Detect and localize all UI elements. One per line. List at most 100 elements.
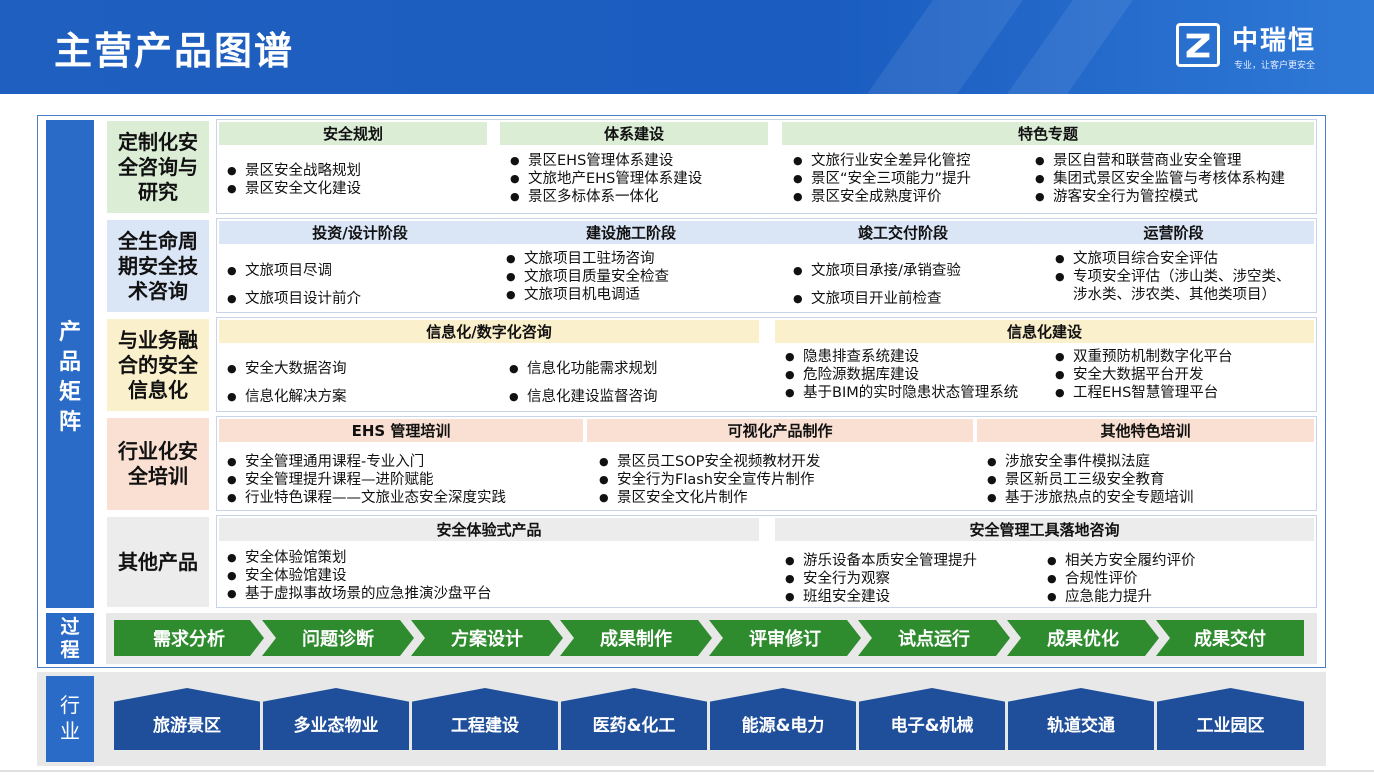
industry-item: 工业园区 xyxy=(1157,688,1304,750)
list-item: 相关方安全履约评价 xyxy=(1047,552,1196,570)
list-special-topics-b: 景区自营和联营商业安全管理 集团式景区安全监管与考核体系构建 游客安全行为管控模… xyxy=(1035,152,1285,206)
company-logo: 中瑞恒 专业，让客户更安全 xyxy=(1166,10,1356,82)
process-side-label: 过 程 xyxy=(46,613,94,664)
list-management-tools-b: 相关方安全履约评价 合规性评价 应急能力提升 xyxy=(1047,552,1196,606)
process-step: 问题诊断 xyxy=(262,620,414,656)
row-label-informatization: 与业务融合的安全信息化 xyxy=(107,319,209,411)
header-stripe xyxy=(1007,0,1133,94)
list-item: 安全管理提升课程—进阶赋能 xyxy=(227,471,506,489)
header-management-tools: 安全管理工具落地咨询 xyxy=(775,518,1314,541)
header-digital-consulting: 信息化/数字化咨询 xyxy=(219,320,759,343)
list-item: 双重预防机制数字化平台 xyxy=(1055,348,1233,366)
header-operation: 运营阶段 xyxy=(1033,221,1314,244)
product-matrix-frame xyxy=(37,115,1326,668)
industry-item: 医药&化工 xyxy=(561,688,707,750)
logo-z-icon xyxy=(1176,23,1220,67)
list-item: 基于虚拟事故场景的应急推演沙盘平台 xyxy=(227,585,492,603)
list-safety-planning: 景区安全战略规划 景区安全文化建设 xyxy=(227,162,361,198)
row-consulting: 安全规划 体系建设 特色专题 景区安全战略规划 景区安全文化建设 景区EHS管理… xyxy=(216,119,1317,214)
list-item: 景区安全文化建设 xyxy=(227,180,361,198)
list-item: 基于BIM的实时隐患状态管理系统 xyxy=(785,384,1018,402)
list-item: 安全大数据平台开发 xyxy=(1055,366,1233,384)
list-item: 工程EHS智慧管理平台 xyxy=(1055,384,1233,402)
background-watermark xyxy=(1330,100,1374,776)
row-label-other-products: 其他产品 xyxy=(107,517,209,607)
row-lifecycle: 投资/设计阶段 建设施工阶段 竣工交付阶段 运营阶段 文旅项目尽调 文旅项目设计… xyxy=(216,218,1317,313)
industry-item: 轨道交通 xyxy=(1008,688,1154,750)
page-header: 主营产品图谱 中瑞恒 专业，让客户更安全 xyxy=(0,0,1374,94)
industry-item: 能源&电力 xyxy=(710,688,856,750)
list-item: 危险源数据库建设 xyxy=(785,366,1018,384)
row-label-training: 行业化安全培训 xyxy=(107,418,209,510)
header-construction: 建设施工阶段 xyxy=(489,221,773,244)
list-item: 集团式景区安全监管与考核体系构建 xyxy=(1035,170,1285,188)
industry-item: 多业态物业 xyxy=(263,688,409,750)
industry-item: 工程建设 xyxy=(412,688,558,750)
list-item: 隐患排查系统建设 xyxy=(785,348,1018,366)
list-item: 合规性评价 xyxy=(1047,570,1196,588)
list-item: 安全管理通用课程-专业入门 xyxy=(227,453,506,471)
industry-item: 电子&机械 xyxy=(859,688,1005,750)
matrix-side-label: 产 品 矩 阵 xyxy=(58,320,81,435)
list-management-tools-a: 游乐设备本质安全管理提升 安全行为观察 班组安全建设 xyxy=(785,552,977,606)
header-experience-products: 安全体验式产品 xyxy=(219,518,759,541)
list-item: 应急能力提升 xyxy=(1047,588,1196,606)
list-item: 安全体验馆策划 xyxy=(227,549,492,567)
list-item: 文旅地产EHS管理体系建设 xyxy=(510,170,702,188)
row-informatization: 信息化/数字化咨询 信息化建设 安全大数据咨询 信息化解决方案 信息化功能需求规… xyxy=(216,317,1317,412)
list-item: 文旅项目质量安全检查 xyxy=(506,268,669,286)
header-stripe xyxy=(867,0,1023,94)
logo-slogan: 专业，让客户更安全 xyxy=(1234,61,1316,71)
list-item: 文旅行业安全差异化管控 xyxy=(793,152,971,170)
list-item: 信息化建设监督咨询 xyxy=(509,383,658,411)
list-item: 文旅项目尽调 xyxy=(227,257,361,285)
list-digital-consulting-a: 安全大数据咨询 信息化解决方案 xyxy=(227,355,347,411)
process-step: 需求分析 xyxy=(114,620,264,656)
list-item: 景区自营和联营商业安全管理 xyxy=(1035,152,1285,170)
list-item: 涉旅安全事件模拟法庭 xyxy=(987,453,1194,471)
list-item: 文旅项目机电调适 xyxy=(506,286,669,304)
industry-side-label: 行 业 xyxy=(46,676,94,762)
list-investment-design: 文旅项目尽调 文旅项目设计前介 xyxy=(227,257,361,313)
list-visual-products: 景区员工SOP安全视频教材开发 安全行为Flash安全宣传片制作 景区安全文化片… xyxy=(599,453,820,507)
list-construction: 文旅项目工驻场咨询 文旅项目质量安全检查 文旅项目机电调适 xyxy=(506,250,669,304)
matrix-side-bar: 产 品 矩 阵 xyxy=(46,120,94,608)
list-item: 安全行为观察 xyxy=(785,570,977,588)
list-item: 文旅项目承接/承销查验 xyxy=(793,257,961,285)
process-step: 方案设计 xyxy=(411,620,563,656)
list-item: 文旅项目工驻场咨询 xyxy=(506,250,669,268)
list-operation: 文旅项目综合安全评估 专项安全评估（涉山类、涉空类、 涉水类、涉农类、其他类项目… xyxy=(1055,250,1291,304)
list-item: 景区新员工三级安全教育 xyxy=(987,471,1194,489)
row-label-lifecycle: 全生命周期安全技术咨询 xyxy=(107,220,209,312)
list-item: 景区安全战略规划 xyxy=(227,162,361,180)
process-step: 试点运行 xyxy=(858,620,1010,656)
row-other-products: 安全体验式产品 安全管理工具落地咨询 安全体验馆策划 安全体验馆建设 基于虚拟事… xyxy=(216,515,1317,608)
list-special-topics-a: 文旅行业安全差异化管控 景区“安全三项能力”提升 景区安全成熟度评价 xyxy=(793,152,971,206)
list-item: 行业特色课程——文旅业态安全深度实践 xyxy=(227,489,506,507)
list-item: 景区多标体系一体化 xyxy=(510,188,702,206)
row-label-consulting: 定制化安全咨询与研究 xyxy=(107,121,209,213)
list-item: 景区EHS管理体系建设 xyxy=(510,152,702,170)
header-completion: 竣工交付阶段 xyxy=(761,221,1045,244)
header-system-building: 体系建设 xyxy=(500,122,768,145)
process-step: 成果制作 xyxy=(560,620,712,656)
list-item: 信息化功能需求规划 xyxy=(509,355,658,383)
list-info-construction-a: 隐患排查系统建设 危险源数据库建设 基于BIM的实时隐患状态管理系统 xyxy=(785,348,1018,402)
industry-item: 旅游景区 xyxy=(114,688,260,750)
list-item: 专项安全评估（涉山类、涉空类、 xyxy=(1055,268,1291,286)
process-step: 成果优化 xyxy=(1007,620,1159,656)
header-ehs-training: EHS 管理培训 xyxy=(219,419,583,442)
page-title: 主营产品图谱 xyxy=(54,29,295,73)
list-item: 基于涉旅热点的安全专题培训 xyxy=(987,489,1194,507)
list-item: 文旅项目综合安全评估 xyxy=(1055,250,1291,268)
list-item: 安全大数据咨询 xyxy=(227,355,347,383)
list-ehs-training: 安全管理通用课程-专业入门 安全管理提升课程—进阶赋能 行业特色课程——文旅业态… xyxy=(227,453,506,507)
list-info-construction-b: 双重预防机制数字化平台 安全大数据平台开发 工程EHS智慧管理平台 xyxy=(1055,348,1233,402)
header-other-training: 其他特色培训 xyxy=(977,419,1314,442)
list-digital-consulting-b: 信息化功能需求规划 信息化建设监督咨询 xyxy=(509,355,658,411)
list-item: 景区安全文化片制作 xyxy=(599,489,820,507)
list-item: 景区员工SOP安全视频教材开发 xyxy=(599,453,820,471)
list-experience-products: 安全体验馆策划 安全体验馆建设 基于虚拟事故场景的应急推演沙盘平台 xyxy=(227,549,492,603)
list-item: 文旅项目设计前介 xyxy=(227,285,361,313)
list-completion: 文旅项目承接/承销查验 文旅项目开业前检查 xyxy=(793,257,961,313)
